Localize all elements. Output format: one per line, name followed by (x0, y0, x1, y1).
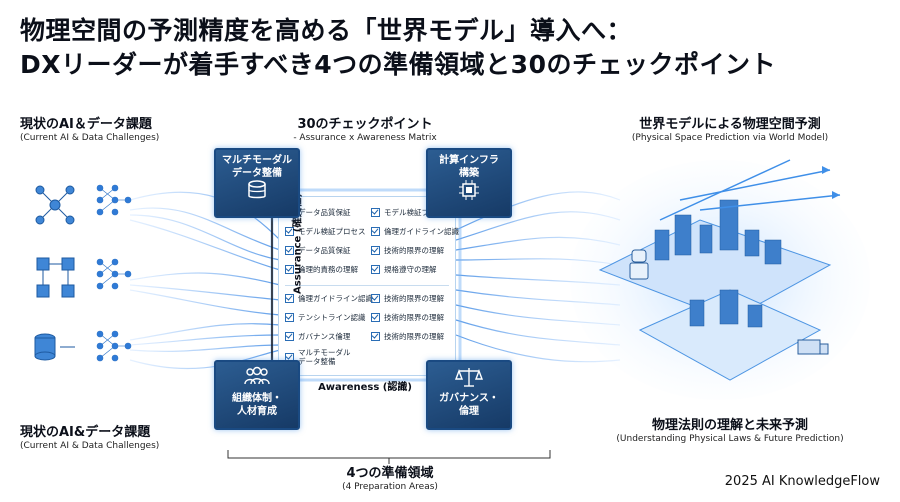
x-axis-label: Awareness (認識) (318, 382, 412, 393)
corner-governance-ethics: ガバナンス・ 倫理 (426, 360, 512, 430)
checkbox-icon (371, 208, 380, 217)
checklist-item: 倫理ガイドライン認識 (371, 222, 459, 241)
center-top-heading: 30のチェックポイント (297, 117, 433, 132)
corner-multimodal-data: マルチモーダル データ整備 (214, 148, 300, 218)
checklist-item: 技術的限界の理解 (371, 241, 459, 260)
corner-label: 組織体制・ 人材育成 (232, 393, 282, 417)
right-top-subtitle: (Physical Space Prediction via World Mod… (631, 133, 829, 143)
checklist-item: 技術的限界の理解 (371, 308, 444, 327)
checklist-item: 技術的限界の理解 (371, 289, 444, 308)
right-bottom-heading: 物理法則の理解と未来予測 (651, 418, 808, 433)
right-top-caption: 世界モデルによる物理空間予測 (Physical Space Predictio… (600, 113, 860, 143)
page-title: 物理空間の予測精度を高める「世界モデル」導入へ： DXリーダーが着手すべき4つの… (20, 14, 880, 82)
people-icon (244, 366, 270, 385)
preparation-bracket (227, 450, 551, 464)
left-data-flow (129, 191, 281, 370)
footer-credit: 2025 AI KnowledgeFlow (724, 474, 880, 489)
checkbox-icon (371, 265, 380, 274)
checklist-item: 倫理的責務の理解 (285, 260, 366, 279)
neural-network-icons (96, 184, 132, 362)
matrix-left-top: データ品質保証 モデル検証プロセス データ品質保証 倫理的責務の理解 (285, 203, 366, 279)
truck-icon (797, 339, 829, 355)
left-top-caption: 現状のAI＆データ課題 (Current AI & Data Challenge… (20, 113, 220, 143)
right-top-heading: 世界モデルによる物理空間予測 (639, 117, 821, 132)
center-bottom-caption: 4つの準備領域 (4 Preparation Areas) (290, 462, 490, 492)
left-bottom-caption: 現状のAI&データ課題 (Current AI & Data Challenge… (20, 421, 220, 451)
center-bottom-subtitle: (4 Preparation Areas) (342, 482, 438, 492)
checkbox-icon (371, 294, 380, 303)
checkbox-icon (371, 227, 380, 236)
checkpoint-matrix: データ品質保証 モデル検証プロセス データ品質保証 倫理的責務の理解 モデル検証… (278, 196, 459, 376)
matrix-right-bottom: 技術的限界の理解 技術的限界の理解 技術的限界の理解 (371, 289, 444, 346)
matrix-left-bottom: 倫理ガイドライン認識 テンシトライン認識 ガバナンス倫理 マルチモーダル データ… (285, 289, 373, 368)
checklist-item: 倫理ガイドライン認識 (285, 289, 373, 308)
checkbox-icon (371, 313, 380, 322)
corner-label: 計算インフラ 構築 (439, 155, 499, 179)
center-bottom-heading: 4つの準備領域 (346, 466, 434, 481)
corner-label: ガバナンス・ 倫理 (439, 393, 499, 417)
left-top-subtitle: (Current AI & Data Challenges) (20, 133, 160, 143)
chip-icon (459, 180, 479, 200)
center-top-subtitle: - Assurance x Awareness Matrix (293, 133, 437, 143)
checkbox-icon (371, 332, 380, 341)
left-bottom-heading: 現状のAI&データ課題 (20, 425, 151, 440)
checklist-item: 技術的限界の理解 (371, 327, 444, 346)
right-bottom-caption: 物理法則の理解と未来予測 (Understanding Physical Law… (590, 414, 870, 444)
center-top-caption: 30のチェックポイント - Assurance x Awareness Matr… (270, 113, 460, 143)
checkbox-icon (285, 332, 294, 341)
matrix-divider (285, 285, 449, 286)
checkbox-icon (285, 294, 294, 303)
matrix-right-top: モデル検証プロセス 倫理ガイドライン認識 技術的限界の理解 規格遵守の理解 (371, 203, 459, 279)
left-bottom-subtitle: (Current AI & Data Challenges) (20, 441, 160, 451)
checklist-item: 規格遵守の理解 (371, 260, 459, 279)
checkbox-icon (285, 313, 294, 322)
smart-city-illustration (570, 159, 870, 400)
checklist-item: データ品質保証 (285, 241, 366, 260)
checklist-item: モデル検証プロセス (371, 203, 459, 222)
checkbox-icon (285, 246, 294, 255)
checkbox-icon (285, 265, 294, 274)
flowchart-icon (36, 257, 75, 298)
network-graph-icon (35, 185, 75, 225)
right-bottom-subtitle: (Understanding Physical Laws & Future Pr… (616, 434, 844, 444)
title-line-2: DXリーダーが着手すべき4つの準備領域と30のチェックポイント (20, 50, 776, 79)
checklist-item: モデル検証プロセス (285, 222, 366, 241)
checkbox-icon (371, 246, 380, 255)
corner-compute-infrastructure: 計算インフラ 構築 (426, 148, 512, 218)
checklist-item: ガバナンス倫理 (285, 327, 373, 346)
corner-label: マルチモーダル データ整備 (222, 155, 292, 179)
checklist-item: テンシトライン認識 (285, 308, 373, 327)
title-line-1: 物理空間の予測精度を高める「世界モデル」導入へ： (20, 16, 633, 45)
scales-icon (454, 368, 484, 387)
corner-organization-talent: 組織体制・ 人材育成 (214, 360, 300, 430)
database-icon (248, 180, 266, 199)
checkbox-icon (285, 227, 294, 236)
database-stack-icon (34, 333, 75, 361)
robot-icon (629, 249, 649, 280)
left-top-heading: 現状のAI＆データ課題 (20, 117, 152, 132)
